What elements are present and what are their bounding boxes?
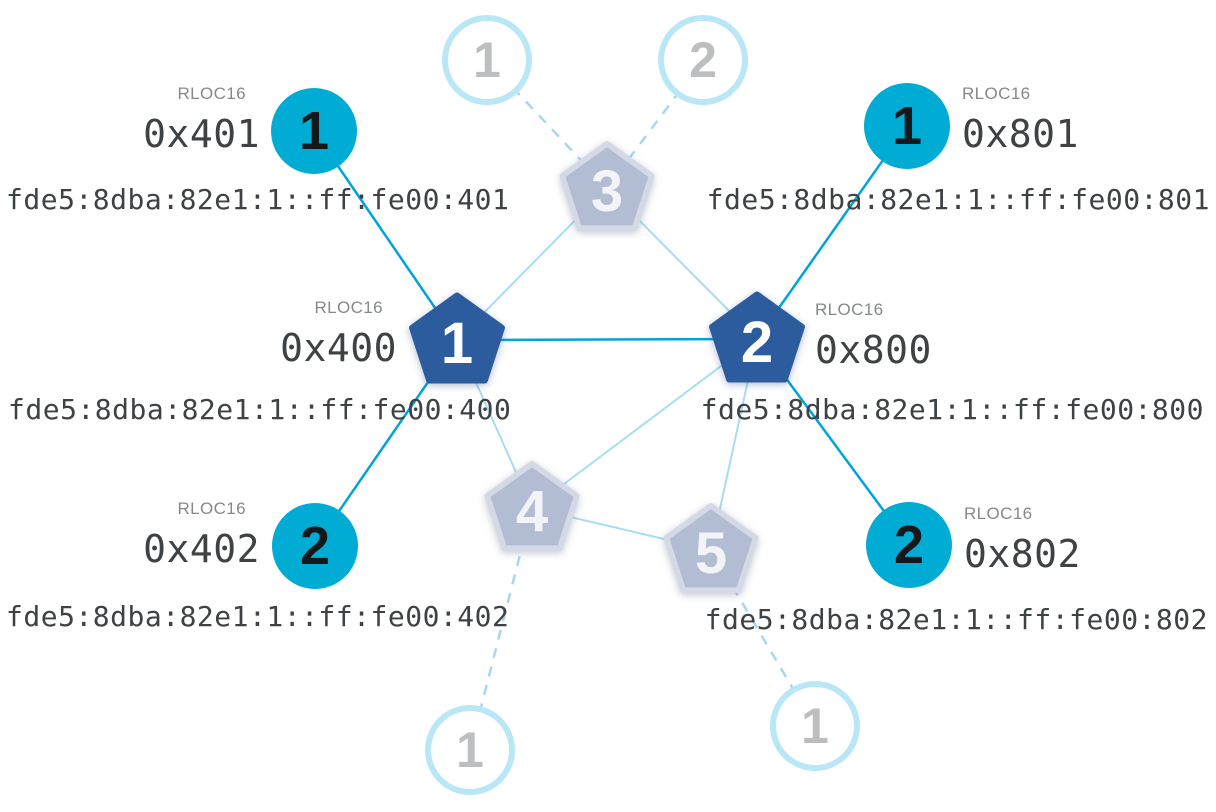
node-number: 1 <box>891 96 923 156</box>
node-number: 5 <box>694 520 728 586</box>
router-1-rloc16-block: RLOC16 0x400 <box>280 298 397 368</box>
node-router-4[interactable]: 4 <box>484 461 580 555</box>
rloc16-value: 0x801 <box>962 112 1079 156</box>
rloc16-label: RLOC16 <box>964 504 1033 523</box>
link-faded-child-bottom-right-1-router-5 <box>709 549 817 727</box>
node-number: 2 <box>689 32 717 88</box>
router-2-rloc16-block: RLOC16 0x800 <box>815 300 932 370</box>
node-router-1[interactable]: 1 <box>409 292 505 387</box>
node-number: 1 <box>440 310 474 376</box>
node-faded-child-bottom-right-1[interactable]: 1 <box>770 681 860 771</box>
child-0x402-ipv6-address: fde5:8dba:82e1:1::ff:fe00:402 <box>6 600 510 633</box>
rloc16-label: RLOC16 <box>177 499 246 518</box>
child-0x402-rloc16-block: RLOC16 0x402 <box>143 499 260 569</box>
child-0x401-rloc16-block: RLOC16 0x401 <box>143 84 260 154</box>
node-child-0x402[interactable]: 2 <box>272 503 358 589</box>
child-0x802-ipv6-address: fde5:8dba:82e1:1::ff:fe00:802 <box>704 603 1208 636</box>
node-number: 1 <box>473 32 501 88</box>
node-router-2[interactable]: 2 <box>709 291 805 386</box>
rloc16-value: 0x402 <box>143 527 260 571</box>
router-1-ipv6-address: fde5:8dba:82e1:1::ff:fe00:400 <box>8 393 512 426</box>
node-router-3[interactable]: 3 <box>559 141 655 235</box>
node-number: 2 <box>740 309 774 375</box>
link-router-1-router-2 <box>456 337 758 342</box>
node-child-0x801[interactable]: 1 <box>864 83 950 169</box>
node-child-0x401[interactable]: 1 <box>271 88 357 174</box>
node-number: 2 <box>299 516 331 576</box>
rloc16-label: RLOC16 <box>962 84 1031 103</box>
node-faded-child-bottom-left-1[interactable]: 1 <box>425 705 515 795</box>
node-number: 1 <box>298 101 330 161</box>
node-number: 4 <box>515 478 549 544</box>
rloc16-value: 0x800 <box>815 328 932 372</box>
node-number: 1 <box>456 722 484 778</box>
router-2-ipv6-address: fde5:8dba:82e1:1::ff:fe00:800 <box>700 393 1204 426</box>
child-0x401-ipv6-address: fde5:8dba:82e1:1::ff:fe00:401 <box>6 183 510 216</box>
node-number: 3 <box>590 158 624 224</box>
node-router-5[interactable]: 5 <box>663 503 759 597</box>
rloc16-value: 0x802 <box>964 532 1081 576</box>
node-child-0x802[interactable]: 2 <box>866 502 952 588</box>
link-router-4-router-2 <box>531 338 758 509</box>
node-number: 2 <box>893 515 925 575</box>
child-0x801-rloc16-block: RLOC16 0x801 <box>962 84 1079 154</box>
rloc16-value: 0x401 <box>143 112 260 156</box>
node-number: 1 <box>801 698 829 754</box>
child-0x801-ipv6-address: fde5:8dba:82e1:1::ff:fe00:801 <box>706 183 1210 216</box>
node-faded-child-top-2[interactable]: 2 <box>658 15 748 105</box>
node-faded-child-top-1[interactable]: 1 <box>442 15 532 105</box>
rloc16-label: RLOC16 <box>815 300 884 319</box>
rloc16-label: RLOC16 <box>314 298 383 317</box>
rloc16-label: RLOC16 <box>177 84 246 103</box>
rloc16-value: 0x400 <box>280 326 397 370</box>
child-0x802-rloc16-block: RLOC16 0x802 <box>964 504 1081 574</box>
